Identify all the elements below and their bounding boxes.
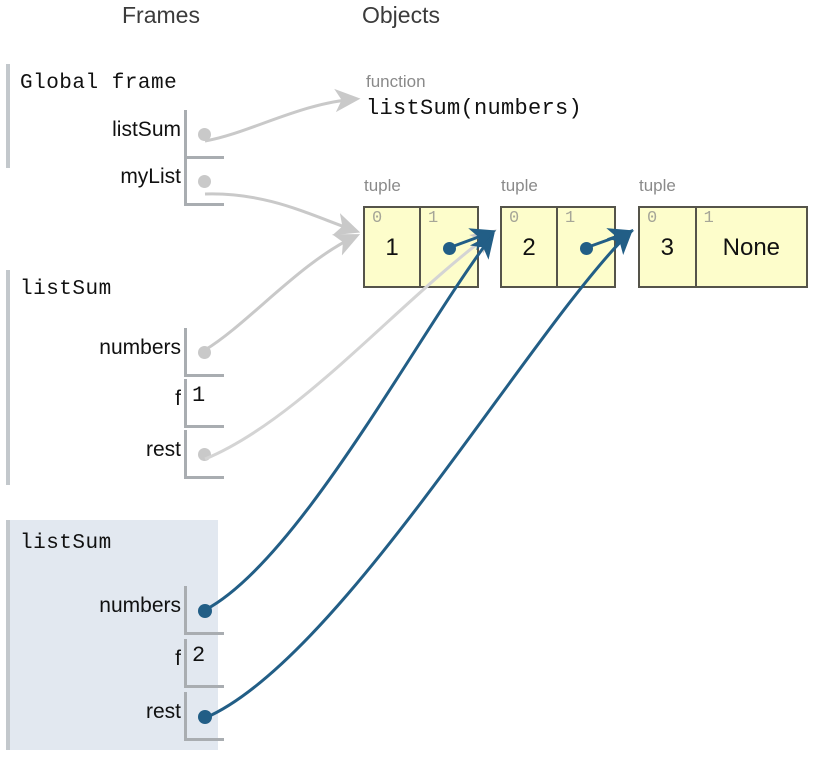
object-type-label-tuple-2: tuple [501,176,538,195]
tuple-object-2: 0 2 1 [500,206,616,288]
tuple-index-1: 1 [565,209,576,228]
frame-left-bar [6,64,10,168]
variable-label-rest: rest [145,438,181,461]
tuple-cell-1: 1 None [697,208,806,286]
tuple-index-1: 1 [703,209,714,228]
pointer-dot-rest-active[interactable] [198,710,212,724]
variable-label-f: f [175,647,181,670]
variable-value-f: 1 [192,383,206,408]
tuple-cell-0: 0 2 [502,208,559,286]
pointer-dot-numbers[interactable] [198,346,211,359]
objects-column-header: Objects [362,2,440,28]
pointer-dot-myList[interactable] [198,175,211,188]
arrow-global-listSum-to-function [204,88,361,143]
variable-row-f-active: f 2 [6,639,224,688]
frame-title-global: Global frame [20,72,178,95]
tuple-value-0: 3 [660,234,675,261]
tuple-value-1: None [722,234,781,261]
pointer-dot-listSum[interactable] [198,128,211,141]
tuple-cell-0: 0 3 [640,208,697,286]
arrow-frame2-numbers-to-tuple2 [204,232,495,612]
tuple-value-0: 1 [385,234,399,261]
frame-left-bar [6,270,10,485]
object-type-label-function: function [366,72,426,91]
tuple-pointer-dot-1[interactable] [443,242,457,255]
variable-label-listSum: listSum [112,118,181,141]
function-signature: listSum(numbers) [366,96,583,121]
variable-row-numbers: numbers [6,328,224,377]
pointer-dot-rest[interactable] [198,448,211,461]
variable-value-f: 2 [192,643,206,668]
variable-label-numbers: numbers [99,336,181,359]
variable-row-listSum: listSum [6,110,224,159]
arrow-frame1-numbers-to-tuple1 [204,234,361,352]
arrow-frame2-rest-to-tuple3 [204,228,634,720]
tuple-pointer-dot-1[interactable] [580,242,594,255]
variable-bracket [184,379,224,428]
frame-global: Global frame listSum myList [6,64,224,206]
tuple-index-1: 1 [428,209,439,228]
arrow-global-myList-to-tuple1 [204,192,361,236]
pointer-dot-numbers-active[interactable] [198,604,212,618]
frame-listSum-1: listSum numbers f 1 rest [6,270,224,485]
tuple-index-0: 0 [509,209,520,228]
variable-label-myList: myList [120,165,181,188]
tuple-object-3: 0 3 1 None [638,206,808,288]
tuple-cell-1: 1 [558,208,614,286]
variable-row-rest: rest [6,430,224,479]
variable-bracket [184,328,224,377]
variable-row-rest-active: rest [6,692,224,741]
frame-title-listSum-2: listSum [20,532,112,555]
tuple-index-0: 0 [647,209,658,228]
tuple-cell-0: 0 1 [365,208,422,286]
variable-bracket [184,110,224,159]
variable-bracket [184,157,224,206]
tuple-index-0: 0 [372,209,383,228]
object-type-label-tuple-3: tuple [639,176,676,195]
tuple-object-1: 0 1 1 [363,206,479,288]
variable-row-numbers-active: numbers [6,586,224,635]
variable-bracket [184,692,224,741]
frame-left-bar [6,520,10,750]
variable-bracket [184,586,224,635]
variable-label-numbers: numbers [99,594,181,617]
variable-bracket [184,430,224,479]
variable-label-rest: rest [145,700,181,723]
frames-column-header: Frames [122,2,200,28]
variable-row-f: f 1 [6,379,224,428]
frame-title-listSum-1: listSum [20,278,112,301]
frame-listSum-2-active: listSum numbers f 2 rest [6,520,224,750]
tuple-cell-1: 1 [421,208,477,286]
tuple-value-0: 2 [522,234,536,261]
variable-bracket [184,639,224,688]
variable-row-myList: myList [6,157,224,206]
object-type-label-tuple-1: tuple [364,176,401,195]
variable-label-f: f [175,387,181,410]
